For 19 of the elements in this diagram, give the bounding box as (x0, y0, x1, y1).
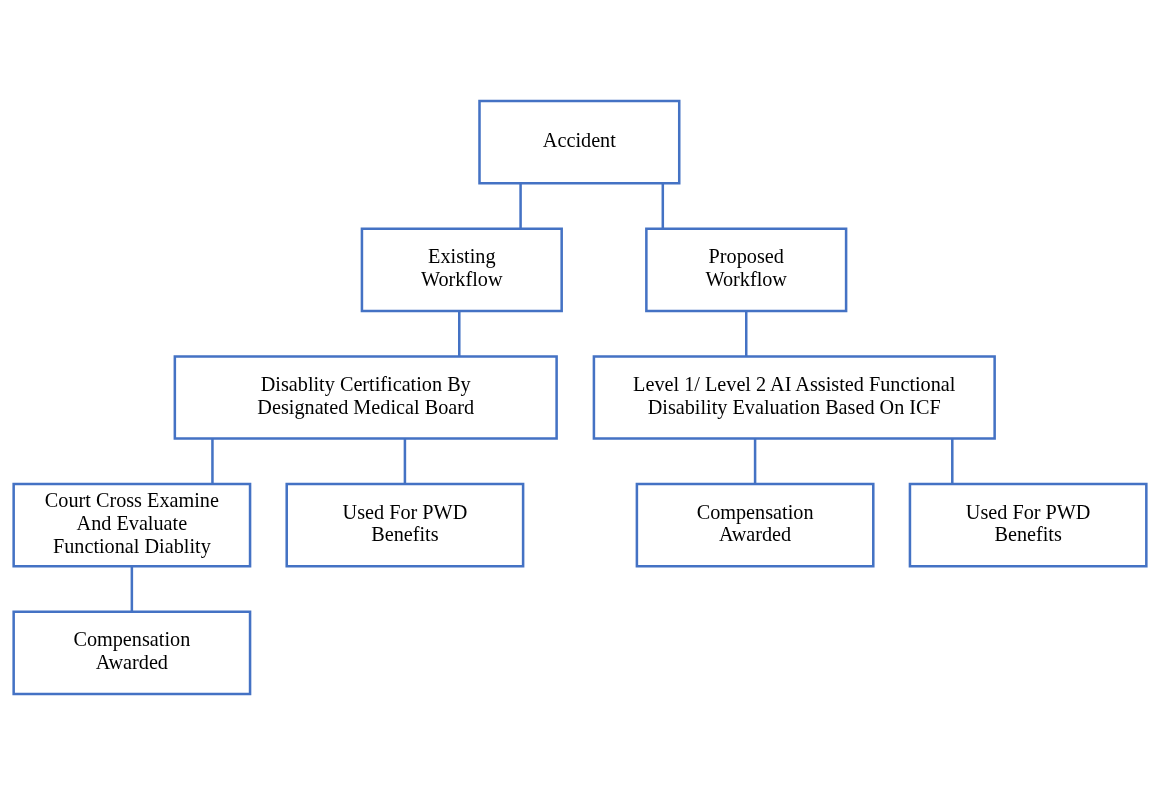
connector (130, 566, 134, 612)
connector (661, 183, 665, 229)
connector (744, 310, 748, 357)
connector (458, 310, 461, 357)
connector (753, 438, 757, 484)
node-box: Compensation Awarded (635, 482, 875, 568)
connector (519, 183, 522, 229)
node-box: Accident (478, 99, 681, 185)
node-box: Existing Workflow (360, 227, 563, 313)
node-box: Compensation Awarded (12, 610, 252, 696)
connector (951, 438, 954, 484)
connector (403, 438, 407, 484)
node-box: Level 1/ Level 2 AI Assisted Functional Disability Evaluation Based On ICF (592, 355, 996, 440)
node-box: Court Cross Examine And Evaluate Functional Diablity (12, 482, 252, 568)
node-box: Used For PWD Benefits (285, 482, 525, 568)
connector (211, 438, 214, 484)
node-box: Used For PWD Benefits (908, 482, 1148, 568)
node-box: Disablity Certification By Designated Medical Board (173, 355, 558, 440)
node-box: Proposed Workflow (645, 227, 848, 313)
